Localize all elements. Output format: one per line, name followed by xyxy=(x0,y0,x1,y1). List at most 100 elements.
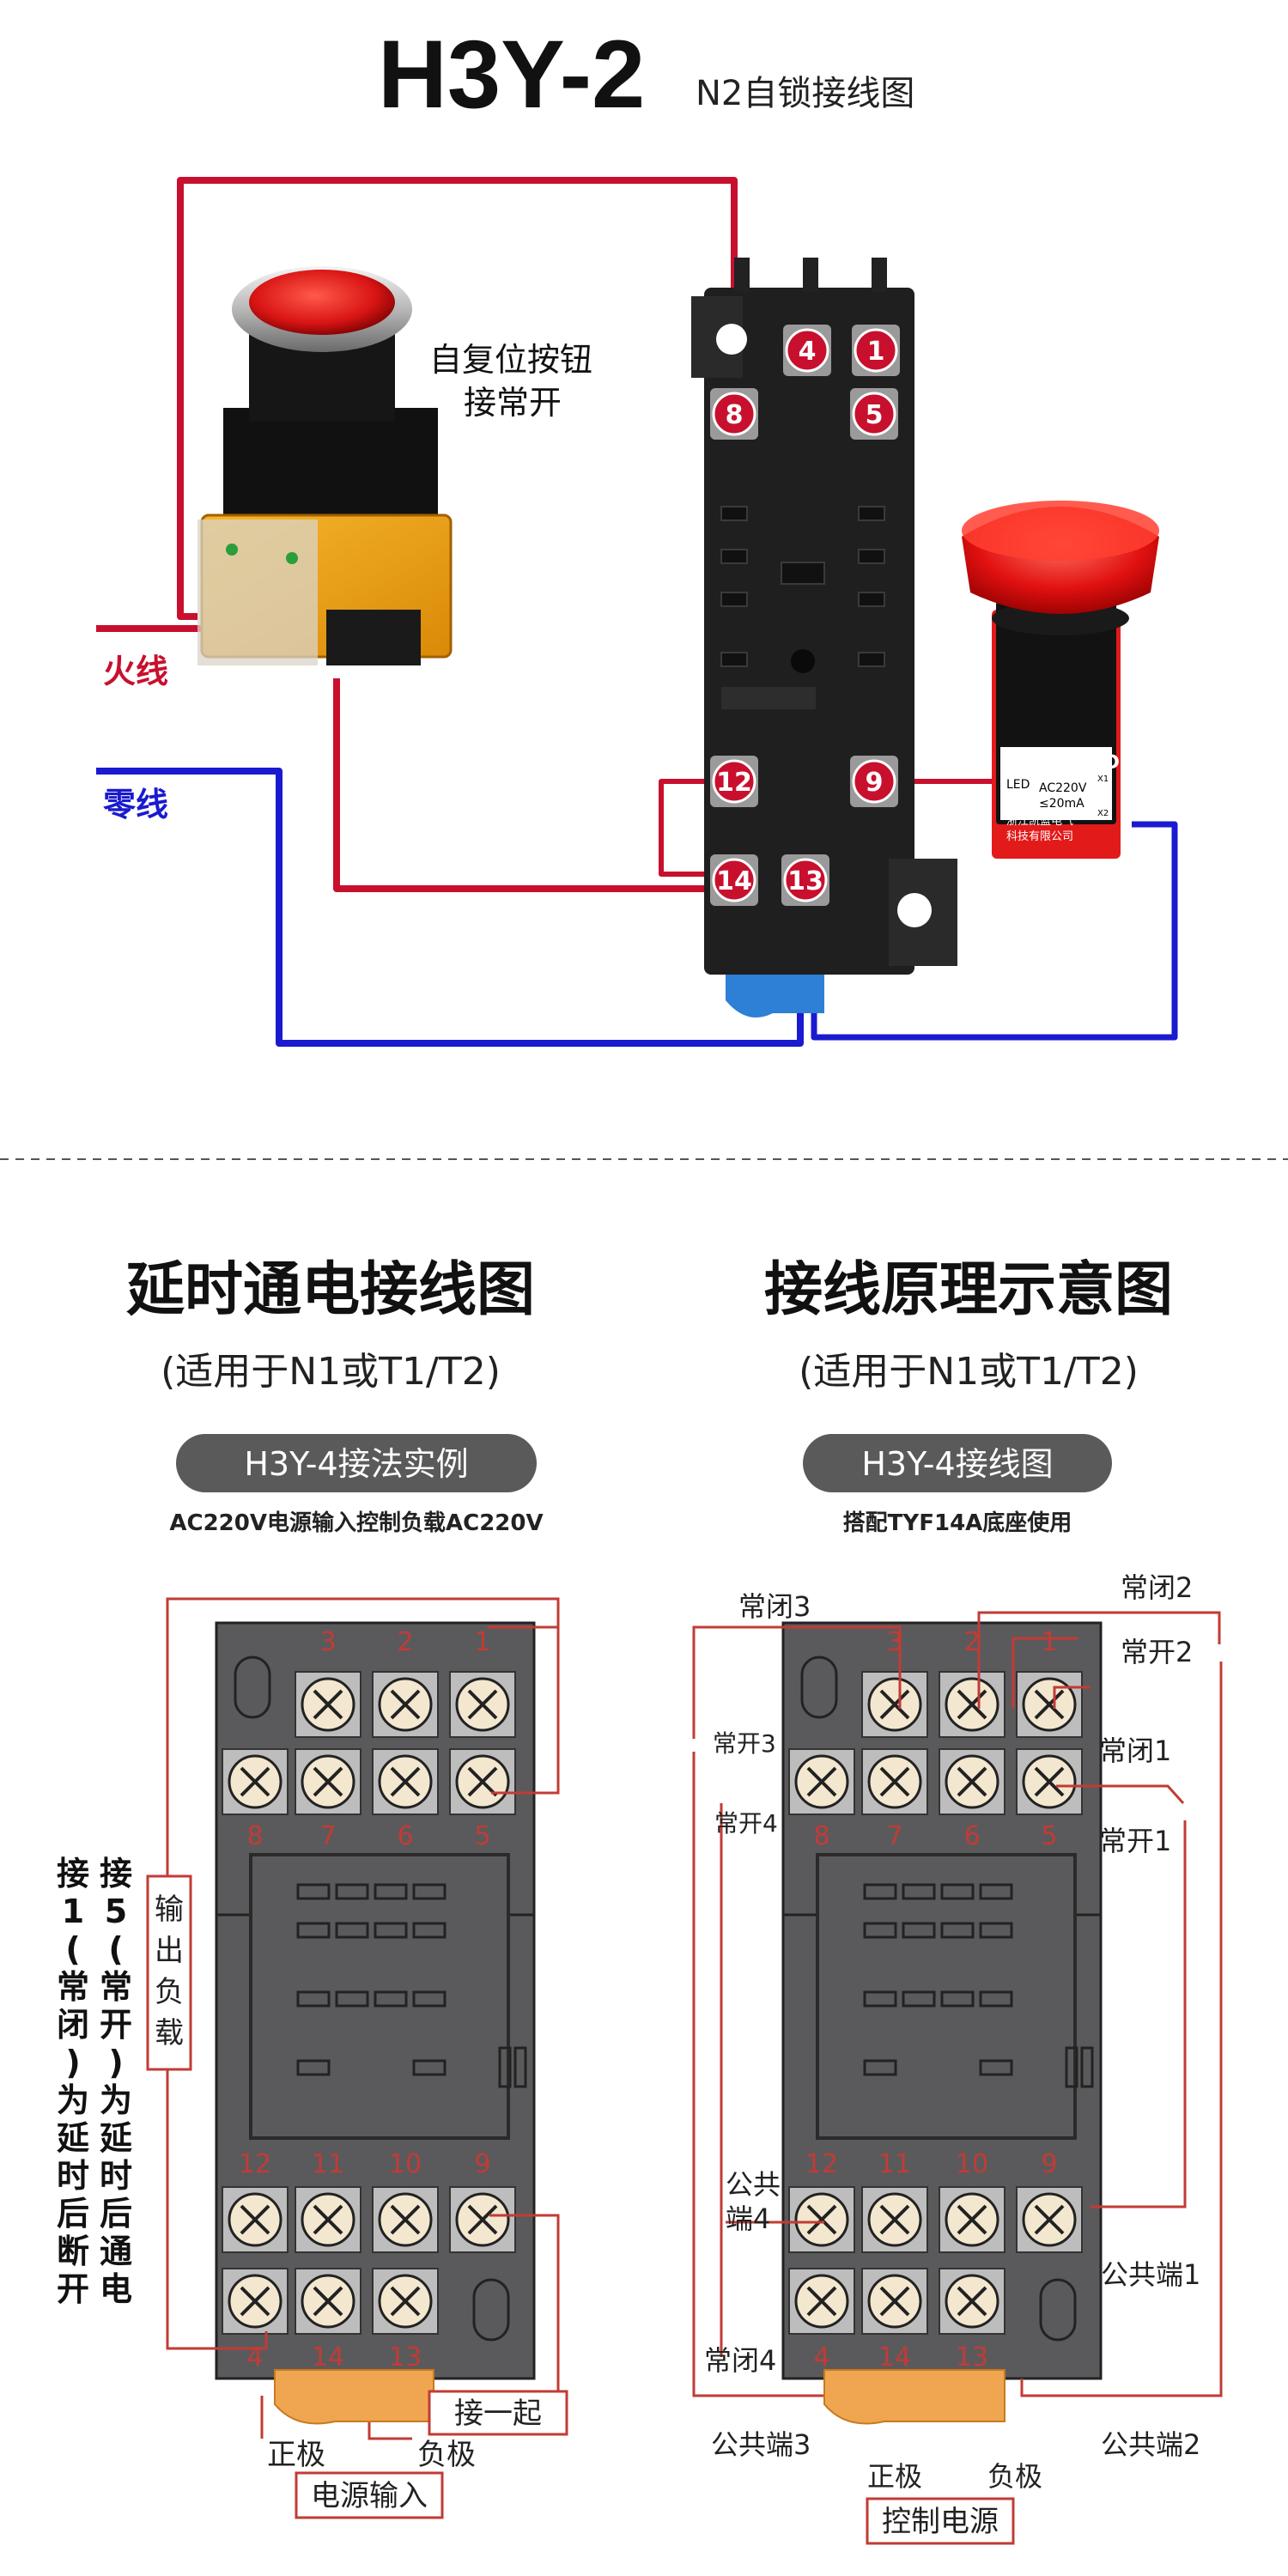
label-neg: 负极 xyxy=(987,2460,1042,2493)
power-label: 电源输入 xyxy=(311,2479,428,2513)
terminal-badge xyxy=(854,328,898,373)
pin-number: 14 xyxy=(312,2342,344,2372)
terminal-badge xyxy=(712,858,756,902)
note-char: 后 xyxy=(100,2195,132,2233)
side-slot xyxy=(1065,2046,1078,2088)
note-char: 延 xyxy=(57,2119,89,2157)
lamp-mark-x2: X2 xyxy=(1097,809,1109,818)
pin-2: 2 xyxy=(939,1627,1005,1738)
pin-number: 1 xyxy=(474,1627,490,1657)
contact-slot xyxy=(374,1883,408,1900)
terminal-badge xyxy=(783,858,828,902)
label-com1: 公共端1 xyxy=(1101,2258,1200,2291)
note-char: 电 xyxy=(100,2270,132,2308)
pin-number: 9 xyxy=(474,2149,490,2179)
contact-slot xyxy=(902,1922,936,1939)
wire-no1 xyxy=(1056,1784,1185,1805)
label-no1: 常开1 xyxy=(1099,1825,1171,1857)
contact-slot xyxy=(863,1922,897,1939)
pin-number: 6 xyxy=(397,1821,413,1851)
contact-slot xyxy=(296,1883,331,1900)
contact-slot xyxy=(940,1990,975,2008)
pin-number: 2 xyxy=(963,1627,980,1657)
mount-slot-top xyxy=(234,1656,271,1719)
red-wire-14 xyxy=(333,678,734,892)
terminal-number: 13 xyxy=(787,866,823,896)
wire-to-5 xyxy=(488,1625,560,1795)
label-com4-2: 端4 xyxy=(726,2202,770,2235)
pin-9: 9 xyxy=(449,2149,516,2253)
terminal-number: 1 xyxy=(867,337,885,367)
pin-number: 12 xyxy=(239,2149,271,2179)
contact-slot xyxy=(979,2059,1013,2076)
contact-slot xyxy=(412,1990,447,2008)
pin-number: 10 xyxy=(956,2149,988,2179)
label-com4-1: 公共 xyxy=(726,2168,781,2201)
side-slot xyxy=(1080,2046,1094,2088)
pin-12: 12 xyxy=(788,2149,855,2253)
pin-number: 14 xyxy=(878,2342,911,2372)
note-char: 接 xyxy=(57,1855,89,1893)
pin-11: 11 xyxy=(861,2149,928,2253)
pin-number: 5 xyxy=(1041,1821,1057,1851)
pin-cross xyxy=(467,1689,498,1720)
push-button: 自复位按钮 接常开 xyxy=(197,266,592,665)
pin-cross xyxy=(879,1766,910,1797)
pin-cross xyxy=(240,2204,270,2235)
pin-8: 8 xyxy=(222,1748,289,1851)
contact-slot xyxy=(902,1990,936,2008)
contact-slot xyxy=(412,2059,447,2076)
tie-box xyxy=(428,2390,568,2436)
pin-9: 9 xyxy=(1016,2149,1083,2253)
pin-7: 7 xyxy=(861,1748,928,1851)
contact-slot xyxy=(902,1883,936,1900)
left-heading: 延时通电接线图 xyxy=(126,1256,535,1324)
terminal-1: 1 xyxy=(852,325,900,376)
pin-number: 5 xyxy=(474,1821,490,1851)
wire-nc2 xyxy=(977,1611,1221,1709)
pin-7: 7 xyxy=(295,1748,361,1851)
socket-inner-panel xyxy=(249,1853,510,2140)
output-load-char: 载 xyxy=(155,2016,184,2050)
side-slot xyxy=(498,2046,512,2088)
pin-number: 13 xyxy=(956,2342,988,2372)
note-char: 延 xyxy=(100,2119,132,2157)
pin-number: 4 xyxy=(246,2342,263,2372)
pin-10: 10 xyxy=(372,2149,439,2253)
note-char: 5 xyxy=(105,1893,127,1930)
pos-label: 正极 xyxy=(267,2438,325,2472)
button-cap xyxy=(249,270,395,335)
pin-number: 11 xyxy=(312,2149,344,2179)
output-load-char: 输 xyxy=(155,1893,184,1927)
red-wire-top xyxy=(177,177,738,620)
button-body xyxy=(223,408,438,528)
tie-label: 接一起 xyxy=(454,2397,542,2431)
pin-6: 6 xyxy=(939,1748,1005,1851)
pin-cross xyxy=(390,1766,421,1797)
ctrl-power-box xyxy=(866,2497,1015,2545)
jumper-12-14 xyxy=(659,779,734,877)
contact-slot xyxy=(412,1922,447,1939)
label-no4: 常开4 xyxy=(714,1809,778,1838)
pin-cross xyxy=(957,2286,987,2317)
power-box xyxy=(295,2471,444,2519)
note-char: 1 xyxy=(62,1893,84,1930)
note-char: 为 xyxy=(57,2081,89,2119)
wire-com1 xyxy=(1091,1820,1187,2208)
mount-slot-top xyxy=(800,1656,838,1719)
contact-slot xyxy=(863,2059,897,2076)
left-section: 延时通电接线图 (适用于N1或T1/T2) H3Y-4接法实例 AC220V电源… xyxy=(57,1256,568,2519)
pin-8: 8 xyxy=(788,1748,855,1851)
note-char: 常 xyxy=(57,1968,89,2006)
terminal-5: 5 xyxy=(850,388,898,440)
pin-cross xyxy=(313,1689,343,1720)
mount-slot-bottom xyxy=(1039,2278,1077,2342)
note-char: ) xyxy=(65,2044,80,2081)
contact-screw-block xyxy=(326,610,421,665)
left-din-clip xyxy=(274,2369,434,2425)
no-indicator-dot xyxy=(286,552,298,564)
